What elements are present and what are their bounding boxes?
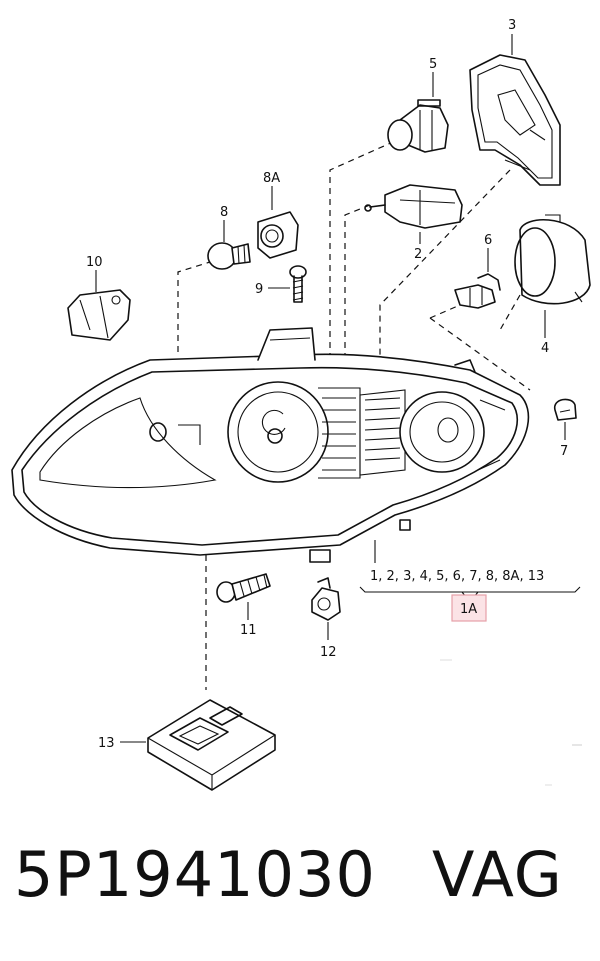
part-8-bulb: 8 <box>207 205 251 270</box>
assembly-callout: 1, 2, 3, 4, 5, 6, 7, 8, 8A, 13 1A <box>359 569 581 622</box>
part-number: 5P1941030 <box>14 838 376 911</box>
headlight-housing <box>11 327 530 563</box>
part-5-headlamp-bulb: 5 <box>387 57 449 153</box>
callout-11: 11 <box>240 623 257 638</box>
callout-3: 3 <box>508 18 516 33</box>
part-7-wedge-bulb: 7 <box>554 398 577 459</box>
part-11-bolt: 11 <box>216 573 271 638</box>
part-3-housing-cover: 3 <box>469 18 561 186</box>
part-4-ring-cap: 4 <box>514 214 591 356</box>
part-6-bulb-socket: 6 <box>454 233 501 309</box>
callout-2: 2 <box>414 247 422 262</box>
part-9-screw: 9 <box>255 265 307 303</box>
part-12-socket: 12 <box>311 577 341 660</box>
part-8a-bulb-holder: 8A <box>257 171 299 259</box>
part-13-control-unit: 13 <box>98 699 276 791</box>
part-2-bulb-connector: 2 <box>364 184 463 262</box>
callout-10: 10 <box>86 255 103 270</box>
callout-7: 7 <box>560 444 568 459</box>
watermark-dots <box>440 659 582 786</box>
part-10-clip: 10 <box>67 255 131 341</box>
assembly-label-box <box>451 594 487 622</box>
callout-5: 5 <box>429 57 437 72</box>
callout-9: 9 <box>255 282 263 297</box>
callout-6: 6 <box>484 233 492 248</box>
callout-13: 13 <box>98 736 115 751</box>
assembly-label: 1A <box>460 602 477 617</box>
footer: 5P1941030 VAG <box>14 838 594 928</box>
callout-4: 4 <box>541 341 549 356</box>
callout-12: 12 <box>320 645 337 660</box>
assembly-parts-list: 1, 2, 3, 4, 5, 6, 7, 8, 8A, 13 <box>370 569 544 584</box>
brand-name: VAG <box>432 838 563 911</box>
callout-8a: 8A <box>263 171 280 186</box>
callout-8: 8 <box>220 205 228 220</box>
